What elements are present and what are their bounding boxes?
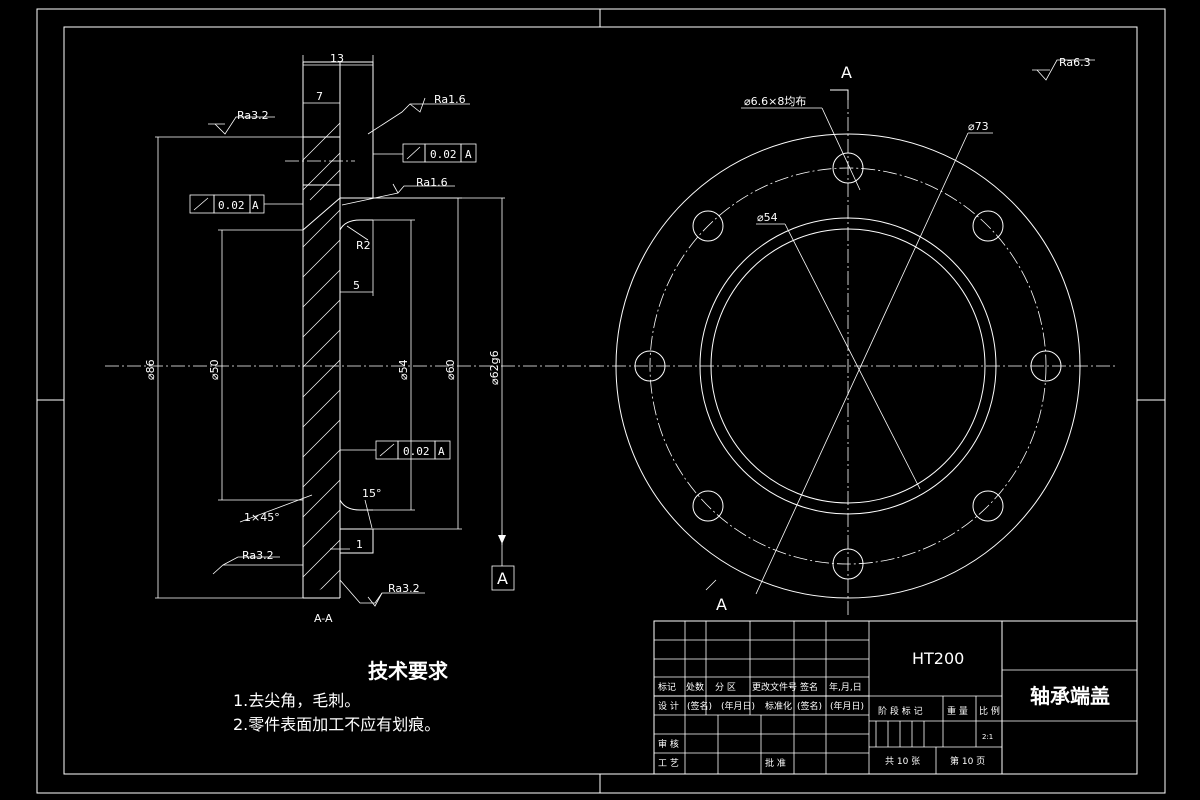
hdr-count: 处数 xyxy=(686,681,704,693)
cut-label-top: A xyxy=(841,63,852,82)
sheets-total: 共 10 张 xyxy=(885,756,920,767)
weight-label: 重 量 xyxy=(947,705,968,717)
standard-date: (年月日) xyxy=(830,700,864,712)
process-label: 工 艺 xyxy=(658,758,679,769)
svg-text:Ra1.6: Ra1.6 xyxy=(416,176,448,189)
standard-sign: (签名) xyxy=(797,700,822,712)
tolerance-mid: 0.02 A xyxy=(340,440,451,460)
dim-d62: ⌀62g6 xyxy=(488,350,501,385)
outer-circle xyxy=(615,133,1081,599)
requirement-item-2: 2.零件表面加工不应有划痕。 xyxy=(233,715,440,734)
dim-d86: ⌀86 xyxy=(144,359,157,380)
dim-d60: ⌀60 xyxy=(444,359,457,380)
design-label: 设 计 xyxy=(658,700,679,712)
svg-text:A: A xyxy=(252,199,259,212)
svg-text:Ra1.6: Ra1.6 xyxy=(434,93,466,106)
stage-mark-label: 阶 段 标 记 xyxy=(878,705,923,717)
roughness-ra-bottom: Ra3.2 xyxy=(339,579,425,607)
dim-angle: 15° xyxy=(362,487,382,500)
material: HT200 xyxy=(912,649,964,668)
approve-label: 批 准 xyxy=(765,757,786,769)
tolerance-left: 0.02 A xyxy=(189,194,303,214)
standard-label: 标准化 xyxy=(765,700,792,712)
spigot-outer-circle xyxy=(699,217,997,515)
dim-d54: ⌀54 xyxy=(397,359,410,380)
svg-text:A: A xyxy=(465,148,472,161)
svg-text:Ra3.2: Ra3.2 xyxy=(237,109,269,122)
hdr-mark: 标记 xyxy=(658,681,676,693)
review-label: 审 核 xyxy=(658,738,679,750)
general-roughness: Ra6.3 xyxy=(1032,56,1095,81)
dim-width-7: 7 xyxy=(316,90,323,103)
scale-value: 2:1 xyxy=(982,733,993,741)
hole-note: ⌀6.6×8均布 xyxy=(744,95,806,108)
svg-text:A: A xyxy=(438,445,445,458)
dim-gap-1: 1 xyxy=(356,538,363,551)
dim-width-13: 13 xyxy=(330,52,344,65)
drawing-border xyxy=(36,8,1166,794)
svg-text:0.02: 0.02 xyxy=(403,445,430,458)
roughness-ra-left: Ra3.2 xyxy=(208,109,275,135)
svg-text:Ra6.3: Ra6.3 xyxy=(1059,56,1091,69)
scale-label: 比 例 xyxy=(979,705,1000,717)
section-hatch xyxy=(302,122,341,598)
hdr-sign: 签名 xyxy=(800,681,818,693)
requirements-heading: 技术要求 xyxy=(368,659,449,683)
svg-text:A: A xyxy=(497,569,508,588)
dim-chamfer: 1×45° xyxy=(244,511,280,524)
roughness-ra-lower-left: Ra3.2 xyxy=(212,549,304,575)
design-date: (年月日) xyxy=(721,700,755,712)
hdr-zone: 分 区 xyxy=(715,682,736,693)
cut-label-bottom: A xyxy=(716,595,727,614)
bolt-holes xyxy=(634,152,1062,580)
dim-front-d54: ⌀54 xyxy=(757,211,778,224)
bolt-circle xyxy=(649,167,1047,565)
dim-d50: ⌀50 xyxy=(208,359,221,380)
svg-text:Ra3.2: Ra3.2 xyxy=(242,549,274,562)
roughness-ra-top: Ra1.6 xyxy=(367,93,470,135)
bore-circle xyxy=(710,228,986,504)
tolerance-top: 0.02 A xyxy=(373,143,477,163)
technical-requirements: 技术要求 1.去尖角，毛刺。 2.零件表面加工不应有划痕。 xyxy=(233,659,449,734)
hdr-change-doc: 更改文件号 xyxy=(752,681,797,693)
svg-text:0.02: 0.02 xyxy=(430,148,457,161)
svg-text:0.02: 0.02 xyxy=(218,199,245,212)
datum-a-marker: A xyxy=(491,530,515,591)
part-name: 轴承端盖 xyxy=(1030,684,1110,708)
sheet-number: 第 10 页 xyxy=(950,755,985,767)
design-sign: (签名) xyxy=(687,700,712,712)
title-block: HT200 轴承端盖 标记 处数 分 区 更改文件号 签名 年,月,日 设 计 … xyxy=(653,620,1138,775)
svg-text:Ra3.2: Ra3.2 xyxy=(388,582,420,595)
dim-depth-5: 5 xyxy=(353,279,360,292)
front-view: A A ⌀6.6×8均布 ⌀73 ⌀54 Ra6.3 xyxy=(590,56,1115,615)
section-label: A-A xyxy=(314,612,333,625)
section-view: ⌀86 ⌀50 ⌀54 ⌀60 ⌀62g6 13 7 5 1 R2 15° 1×… xyxy=(105,52,600,625)
roughness-ra-step: Ra1.6 xyxy=(341,176,455,206)
dim-d73: ⌀73 xyxy=(968,120,989,133)
hdr-date: 年,月,日 xyxy=(829,681,862,693)
dim-radius: R2 xyxy=(356,239,371,252)
requirement-item-1: 1.去尖角，毛刺。 xyxy=(233,691,360,710)
